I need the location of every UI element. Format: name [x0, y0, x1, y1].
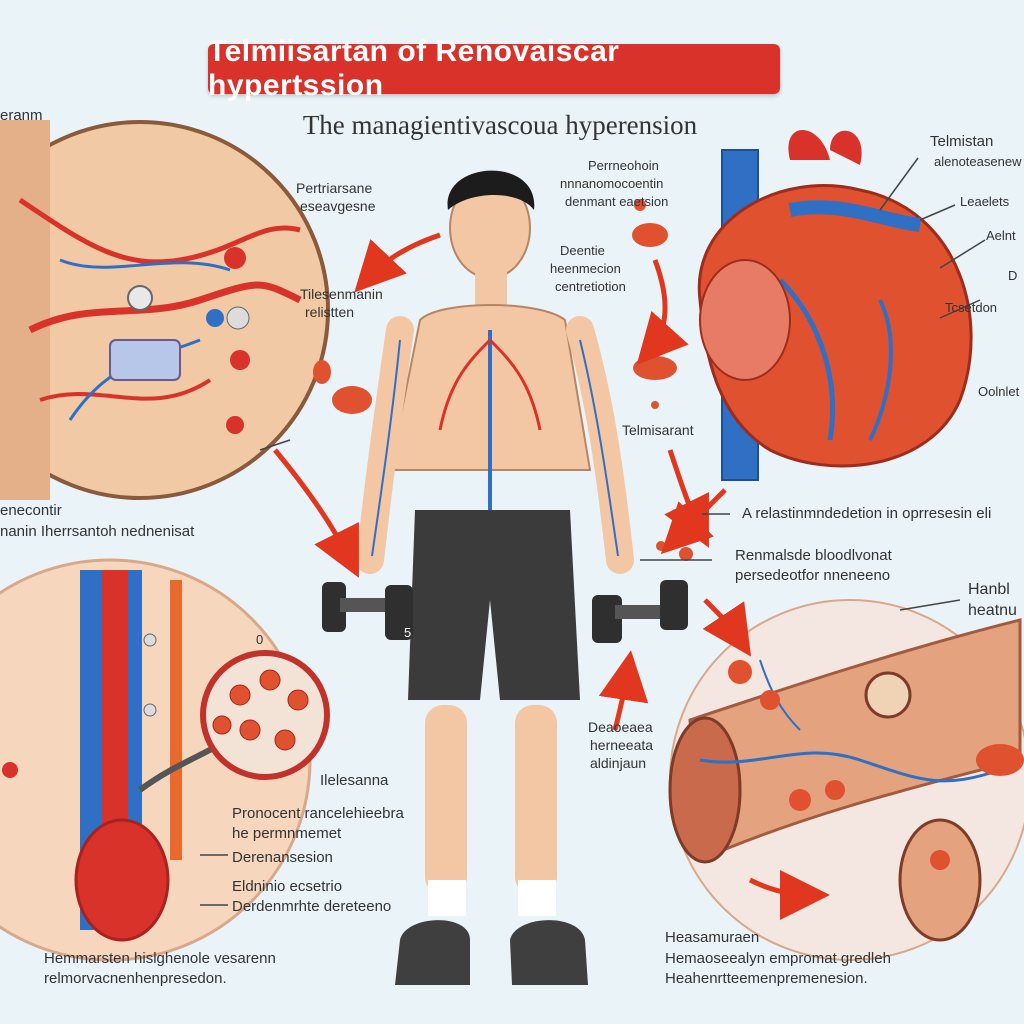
- label-center-top-b-1: Deentie: [560, 243, 605, 258]
- label-left-circle-a-2: eseavgesne: [300, 198, 376, 214]
- vessel-closeup-circle: [0, 120, 330, 500]
- vessel-crosssection-circle: [668, 599, 1024, 961]
- label-right-mid-b-1: Renmalsde bloodlvonat: [735, 547, 892, 564]
- label-center-top-b-3: centretiotion: [555, 279, 626, 294]
- label-left-mid-1: enecontir: [0, 502, 62, 519]
- label-left-bottom-marker: 0: [256, 632, 264, 647]
- label-left-bottom-c: Derenansesion: [232, 849, 333, 866]
- label-right-mid-b-2: persedeotfor nneneeno: [735, 567, 891, 584]
- label-center-top-b-2: heenmecion: [550, 261, 621, 276]
- label-left-bottom-d-2: Derdenmrhte dereteeno: [232, 898, 392, 915]
- label-center-top-a-2: nnnanomocoentin: [560, 176, 664, 191]
- page-title: Telmiisartan of Renovaiscar hypertssion: [208, 35, 620, 102]
- label-center-top-a-3: denmant eaetsion: [565, 194, 669, 209]
- label-right-mid-a: A relastinmndedetion in oprresesin eli: [742, 505, 992, 522]
- label-right-heart-5: D: [1008, 268, 1018, 283]
- page-subtitle: The managientivascoua hyperension: [302, 110, 698, 140]
- label-bottom-left-2: relmorvacnenhenpresedon.: [44, 970, 227, 987]
- label-left-circle-b-2: relistten: [305, 304, 355, 320]
- label-right-heart-3: Leaelets: [960, 194, 1010, 209]
- label-right-heart-7: Oolnlet: [978, 384, 1020, 399]
- label-right-heart-2: alenoteasenew: [934, 154, 1022, 169]
- label-left-circle-b-1: Tilesenmanin: [300, 286, 383, 302]
- heart-illustration: [697, 130, 973, 481]
- blood-cells-lens: [138, 650, 330, 793]
- flow-arrows: [273, 232, 830, 920]
- label-left-bottom-b-2: he permnmemet: [232, 825, 342, 842]
- dumbbell-number: 5: [404, 625, 412, 640]
- label-center-low-1: Deaoeaea: [588, 719, 653, 735]
- label-left-bottom-a: Ilelesanna: [320, 772, 389, 789]
- label-center-low-2: herneeata: [590, 737, 654, 753]
- label-right-heart-4: Aelnt: [986, 228, 1016, 243]
- label-left-bottom-b-1: Pronocent rancelehieebra: [232, 805, 404, 822]
- title-banner: Telmiisartan of Renovaiscar hypertssion: [208, 35, 780, 102]
- label-bottom-left-1: Hemmarsten hislghenole vesarenn: [44, 950, 276, 967]
- label-right-bottom-heading-1: Hanbl: [968, 581, 1010, 598]
- label-right-heart-1: Telmistan: [930, 133, 994, 150]
- label-left-bottom-d-1: Eldninio ecsetrio: [232, 878, 343, 895]
- label-right-heart-6: Tcsetdon: [945, 300, 998, 315]
- label-left-mid-2: nanin Iherrsantoh nednenisat: [0, 523, 195, 540]
- label-center-top-a-1: Perrneohoin: [588, 158, 659, 173]
- label-bottom-right-1: Heasamuraen: [665, 929, 760, 946]
- label-right-bottom-heading-2: heatnu: [968, 602, 1017, 619]
- label-bottom-right-2: Hemaoseealyn empromat gredleh: [665, 950, 891, 967]
- man-figure: [322, 170, 688, 985]
- label-bottom-right-3: Heahenrtteemenpremenesion.: [665, 970, 868, 987]
- label-center-low-3: aldinjaun: [590, 755, 647, 771]
- label-telmisartan: Telmisarant: [622, 422, 694, 438]
- leader-lines: [200, 157, 986, 906]
- label-top-left-corner: eranm: [0, 107, 43, 124]
- label-left-circle-a-1: Pertriarsane: [296, 180, 373, 196]
